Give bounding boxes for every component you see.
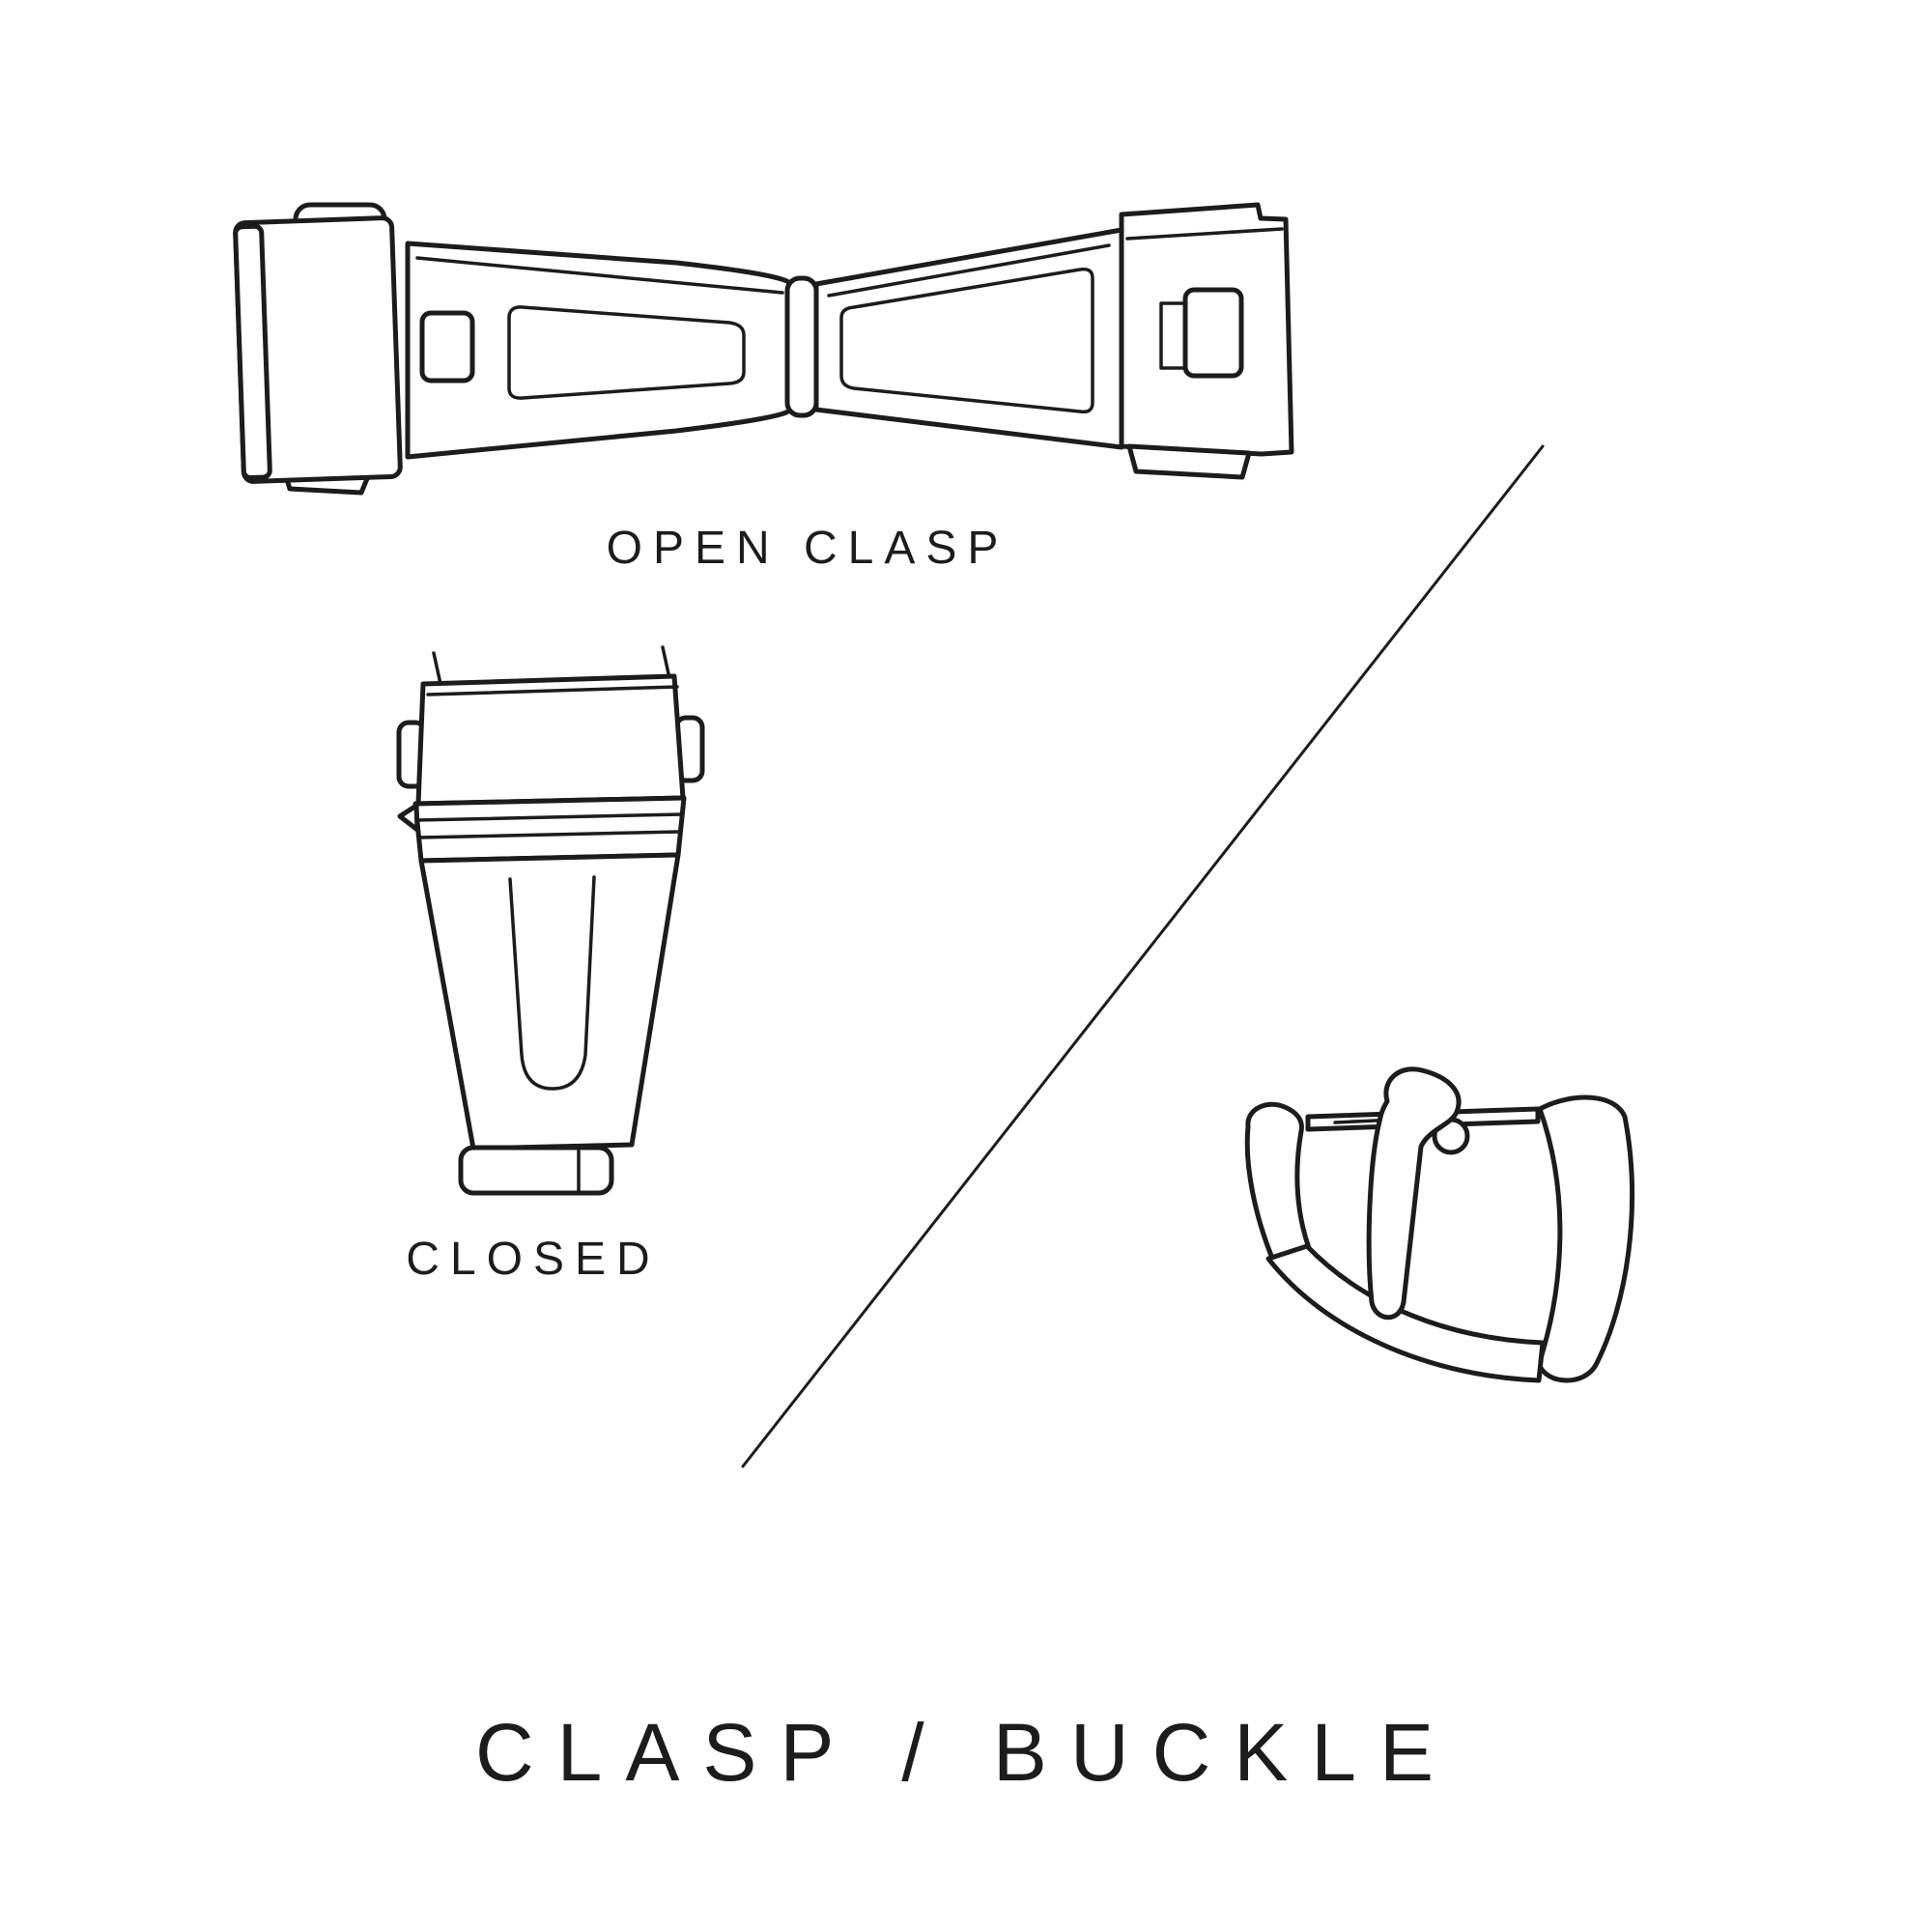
divider-line [741,444,1545,1468]
closed-clasp-illustration [396,645,705,1196]
closed-clasp-caption: CLOSED [406,1234,661,1285]
open-clasp-illustration [233,202,1294,496]
page-title: CLASP / BUCKLE [474,1707,1458,1798]
open-clasp-caption: OPEN CLASP [606,523,1009,574]
buckle-illustration [1244,1066,1635,1383]
